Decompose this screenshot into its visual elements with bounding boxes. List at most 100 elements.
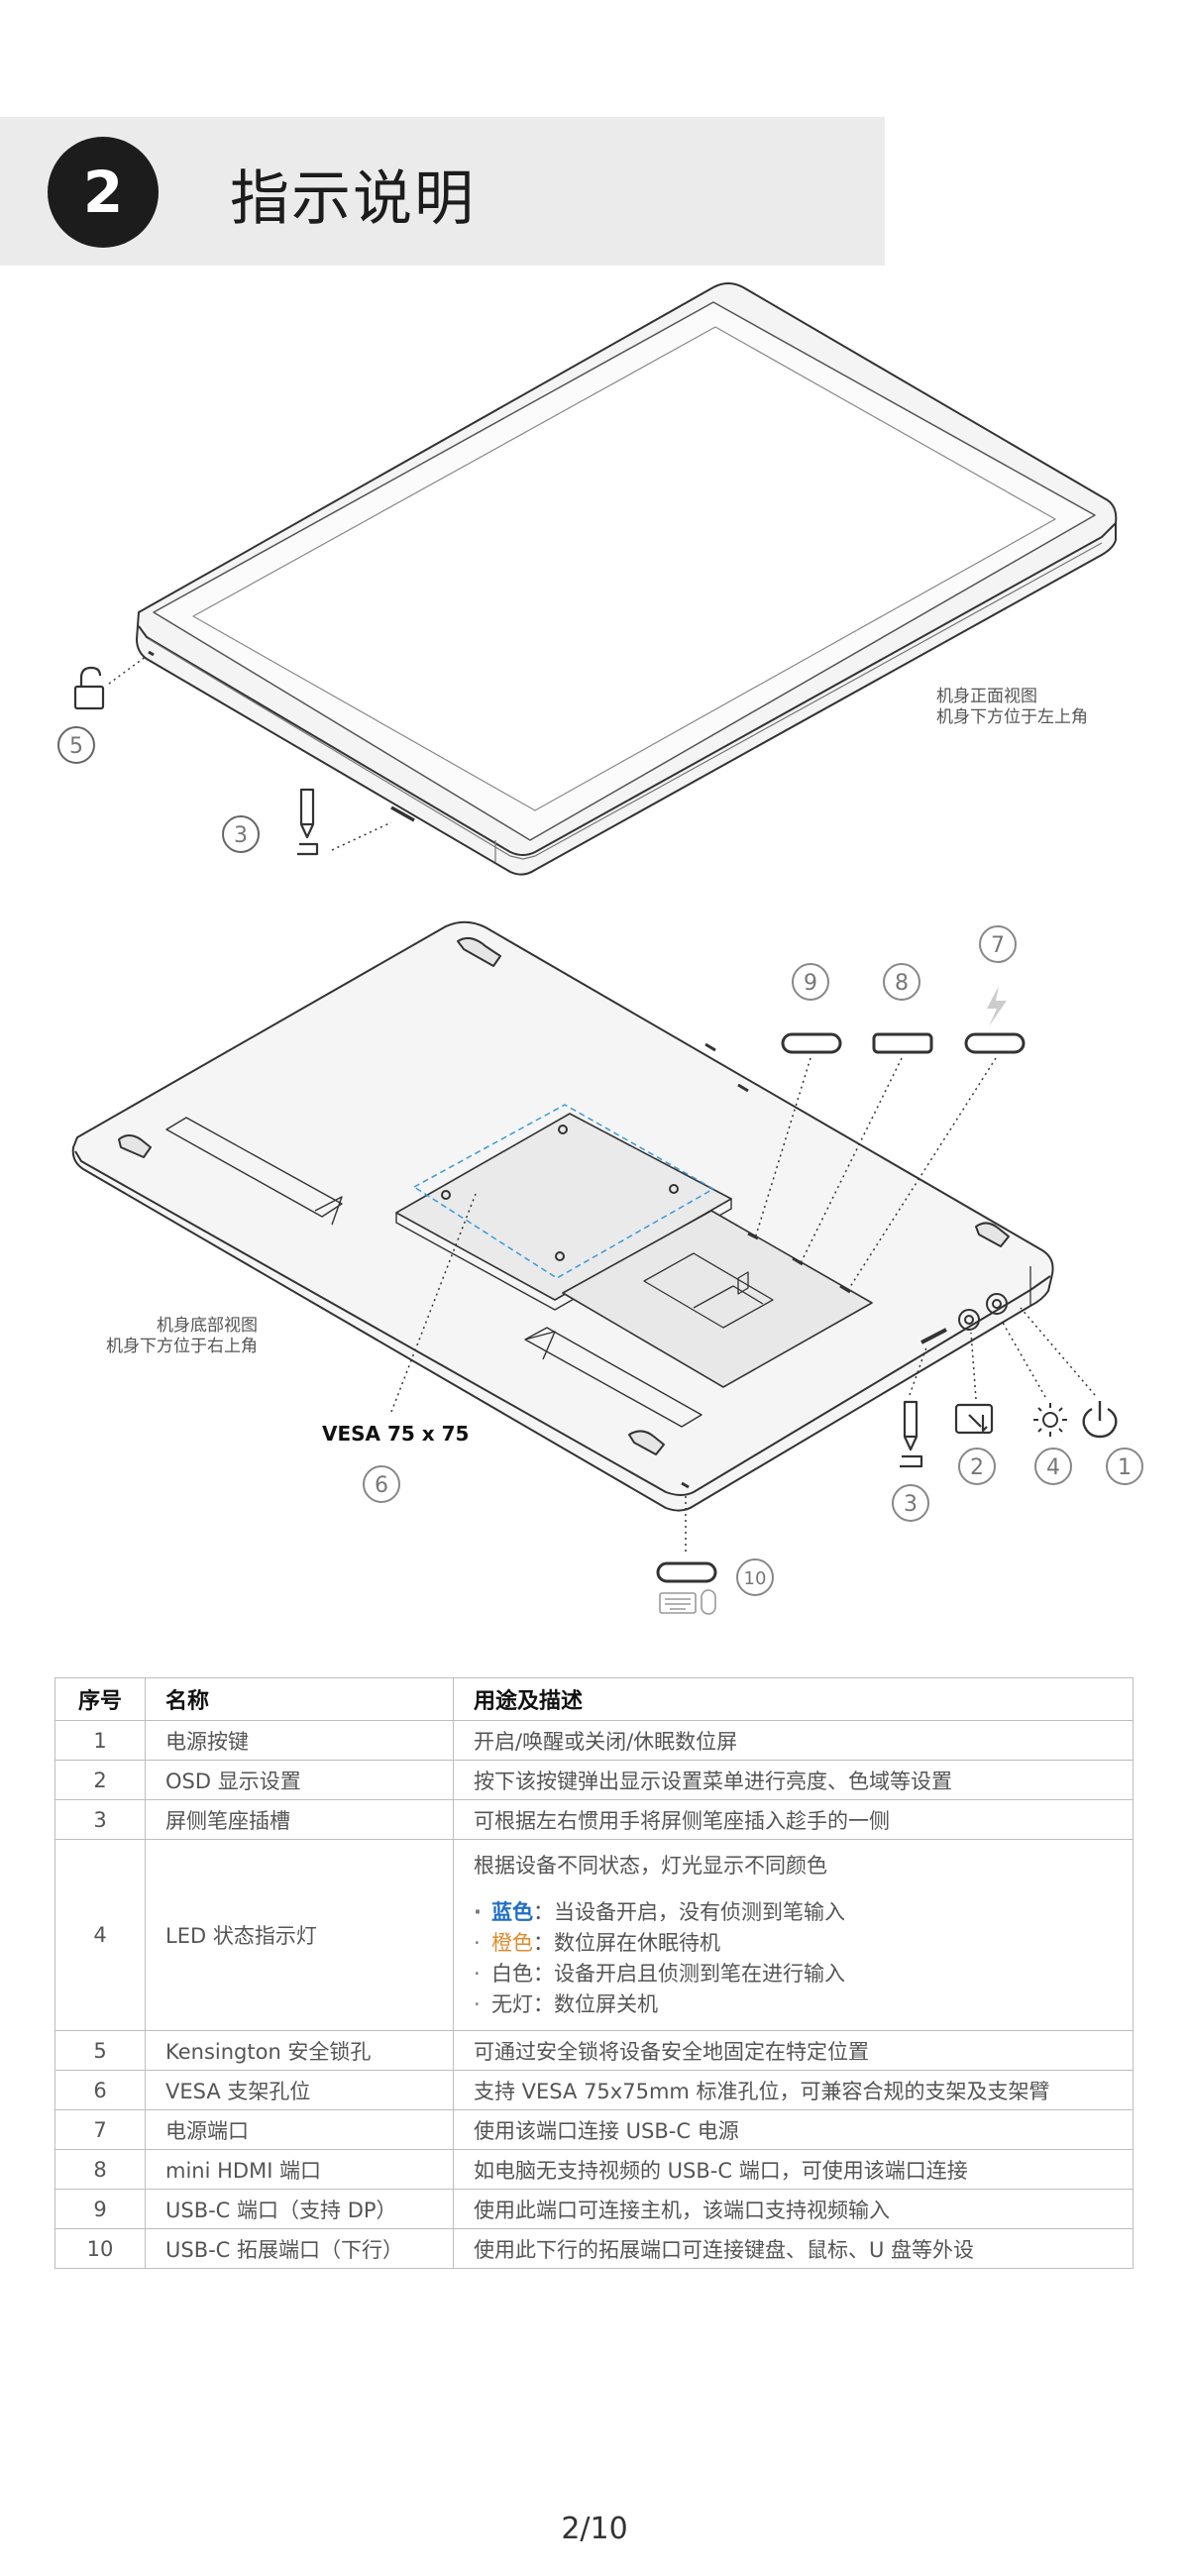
row-desc: 如电脑无支持视频的 USB-C 端口，可使用该端口连接 — [453, 2149, 1134, 2190]
led-state-text: ：数位屏关机 — [533, 1992, 658, 2016]
callout-9 — [792, 963, 829, 1001]
callout-4-label: 4 — [1046, 1455, 1060, 1480]
row-no: 9 — [54, 2189, 146, 2229]
callout-4 — [1034, 1448, 1072, 1485]
led-color-name: 橙色 — [491, 1931, 533, 1955]
keyboard-mouse-icon — [659, 1589, 716, 1615]
row-desc: 可通过安全锁将设备安全地固定在特定位置 — [453, 2030, 1134, 2071]
led-state-text: ：数位屏在休眠待机 — [533, 1931, 720, 1955]
callout-8-label: 8 — [895, 971, 909, 996]
power-usb-c-port-icon — [964, 1032, 1026, 1054]
row-no: 4 — [54, 1839, 146, 2031]
led-light-icon — [1033, 1403, 1067, 1437]
led-intro: 根据设备不同状态，灯光显示不同颜色 — [474, 1854, 827, 1878]
bullet-icon: · — [474, 1900, 482, 1924]
page-title: 指示说明 — [230, 164, 476, 234]
row-no: 7 — [54, 2109, 146, 2150]
bottom-view-note: 机身底部视图 机身下方位于右上角 — [89, 1316, 258, 1357]
row-desc: 开启/唤醒或关闭/休眠数位屏 — [453, 1720, 1134, 1761]
row-no: 6 — [54, 2070, 146, 2110]
callout-3-bottom — [892, 1484, 929, 1522]
row-no: 1 — [54, 1720, 146, 1761]
row-no: 8 — [54, 2149, 146, 2190]
callout-2-label: 2 — [970, 1455, 984, 1480]
callout-1 — [1106, 1448, 1143, 1485]
front-view-note-line1: 机身正面视图 — [936, 687, 1037, 706]
header-name: 名称 — [145, 1677, 454, 1721]
table-row: 2 OSD 显示设置 按下该按键弹出显示设置菜单进行亮度、色域等设置 — [54, 1760, 1134, 1800]
callout-2 — [958, 1448, 996, 1485]
table-row: 7 电源端口 使用该端口连接 USB-C 电源 — [54, 2109, 1134, 2150]
row-name: OSD 显示设置 — [145, 1760, 454, 1800]
usb-c-hub-port-icon — [656, 1561, 717, 1583]
step-number-badge: 2 — [48, 137, 159, 248]
row-name: VESA 支架孔位 — [145, 2070, 454, 2110]
table-row: 9 USB-C 端口（支持 DP） 使用此端口可连接主机，该端口支持视频输入 — [54, 2189, 1134, 2229]
header-no: 序号 — [54, 1677, 146, 1721]
table-row: 3 屏侧笔座插槽 可根据左右惯用手将屏侧笔座插入趁手的一侧 — [54, 1799, 1134, 1840]
row-desc: 支持 VESA 75x75mm 标准孔位，可兼容合规的支架及支架臂 — [453, 2070, 1134, 2110]
pen-holder-icon-bottom — [900, 1400, 923, 1468]
row-name: 电源端口 — [145, 2109, 454, 2150]
osd-settings-icon — [954, 1403, 994, 1435]
front-view-note-line2: 机身下方位于左上角 — [936, 707, 1088, 727]
front-view-note: 机身正面视图 机身下方位于左上角 — [936, 687, 1088, 728]
row-no: 10 — [54, 2228, 146, 2269]
led-color-name: 蓝色 — [491, 1900, 533, 1924]
bottom-view-note-line2: 机身下方位于右上角 — [106, 1337, 258, 1356]
callout-3-front — [222, 815, 260, 853]
header-desc: 用途及描述 — [453, 1677, 1134, 1721]
table-row: 1 电源按键 开启/唤醒或关闭/休眠数位屏 — [54, 1720, 1134, 1761]
callout-9-label: 9 — [804, 971, 817, 996]
lock-icon — [73, 666, 105, 710]
row-no: 5 — [54, 2030, 146, 2071]
front-view-tablet — [136, 282, 1118, 876]
lightning-icon — [987, 986, 1007, 1026]
led-color-name: 白色 — [491, 1962, 533, 1986]
bullet-icon: · — [474, 1962, 481, 1986]
callout-3-front-label: 3 — [234, 823, 248, 848]
row-name: USB-C 端口（支持 DP） — [145, 2189, 454, 2229]
led-state-list: · 蓝色：当设备开启，没有侦测到笔输入 · 橙色：数位屏在休眠待机 · 白色：设备开启… — [474, 1897, 1113, 2020]
callout-7-label: 7 — [991, 933, 1005, 958]
callout-5-label: 5 — [69, 734, 83, 759]
led-state-blue: · 蓝色：当设备开启，没有侦测到笔输入 — [474, 1897, 1113, 1928]
table-row: 6 VESA 支架孔位 支持 VESA 75x75mm 标准孔位，可兼容合规的支… — [54, 2070, 1134, 2110]
bullet-icon: · — [474, 1992, 481, 2016]
row-desc: 使用此下行的拓展端口可连接键盘、鼠标、U 盘等外设 — [453, 2228, 1134, 2269]
led-state-text: ：当设备开启，没有侦测到笔输入 — [533, 1900, 845, 1924]
vesa-label: VESA 75 x 75 — [322, 1422, 469, 1446]
callout-6-label: 6 — [375, 1473, 388, 1498]
table-row: 8 mini HDMI 端口 如电脑无支持视频的 USB-C 端口，可使用该端口… — [54, 2149, 1134, 2190]
callout-7 — [979, 925, 1017, 963]
usb-c-dp-port-icon — [781, 1032, 842, 1054]
page-number: 2/10 — [561, 2512, 628, 2546]
bottom-view-tablet — [71, 920, 1054, 1512]
row-name: LED 状态指示灯 — [145, 1839, 454, 2031]
row-desc: 可根据左右惯用手将屏侧笔座插入趁手的一侧 — [453, 1799, 1134, 1840]
row-desc: 使用该端口连接 USB-C 电源 — [453, 2109, 1134, 2150]
callout-6 — [363, 1465, 400, 1503]
spec-table: 序号 名称 用途及描述 1 电源按键 开启/唤醒或关闭/休眠数位屏 2 OSD … — [54, 1677, 1134, 2269]
pen-holder-icon — [297, 788, 319, 856]
table-header-row: 序号 名称 用途及描述 — [54, 1677, 1134, 1721]
callout-10 — [736, 1558, 774, 1596]
row-desc-led: 根据设备不同状态，灯光显示不同颜色 · 蓝色：当设备开启，没有侦测到笔输入 · 橙色… — [453, 1839, 1134, 2031]
table-row: 5 Kensington 安全锁孔 可通过安全锁将设备安全地固定在特定位置 — [54, 2030, 1134, 2071]
table-row-led: 4 LED 状态指示灯 根据设备不同状态，灯光显示不同颜色 · 蓝色：当设备开启，… — [54, 1839, 1134, 2031]
bullet-icon: · — [474, 1931, 481, 1955]
led-state-text: ：设备开启且侦测到笔在进行输入 — [533, 1962, 845, 1986]
row-no: 2 — [54, 1760, 146, 1800]
callout-10-label: 10 — [744, 1568, 767, 1589]
row-name: 电源按键 — [145, 1720, 454, 1761]
row-desc: 使用此端口可连接主机，该端口支持视频输入 — [453, 2189, 1134, 2229]
callout-3-bottom-label: 3 — [904, 1492, 918, 1517]
bottom-view-note-line1: 机身底部视图 — [157, 1316, 258, 1336]
row-name: 屏侧笔座插槽 — [145, 1799, 454, 1840]
row-name: USB-C 拓展端口（下行） — [145, 2228, 454, 2269]
led-state-off: ·无灯：数位屏关机 — [474, 1989, 1113, 2020]
led-state-white: · 白色：设备开启且侦测到笔在进行输入 — [474, 1959, 1113, 1989]
callout-1-label: 1 — [1118, 1455, 1132, 1480]
row-name: mini HDMI 端口 — [145, 2149, 454, 2190]
led-state-orange: · 橙色：数位屏在休眠待机 — [474, 1928, 1113, 1959]
